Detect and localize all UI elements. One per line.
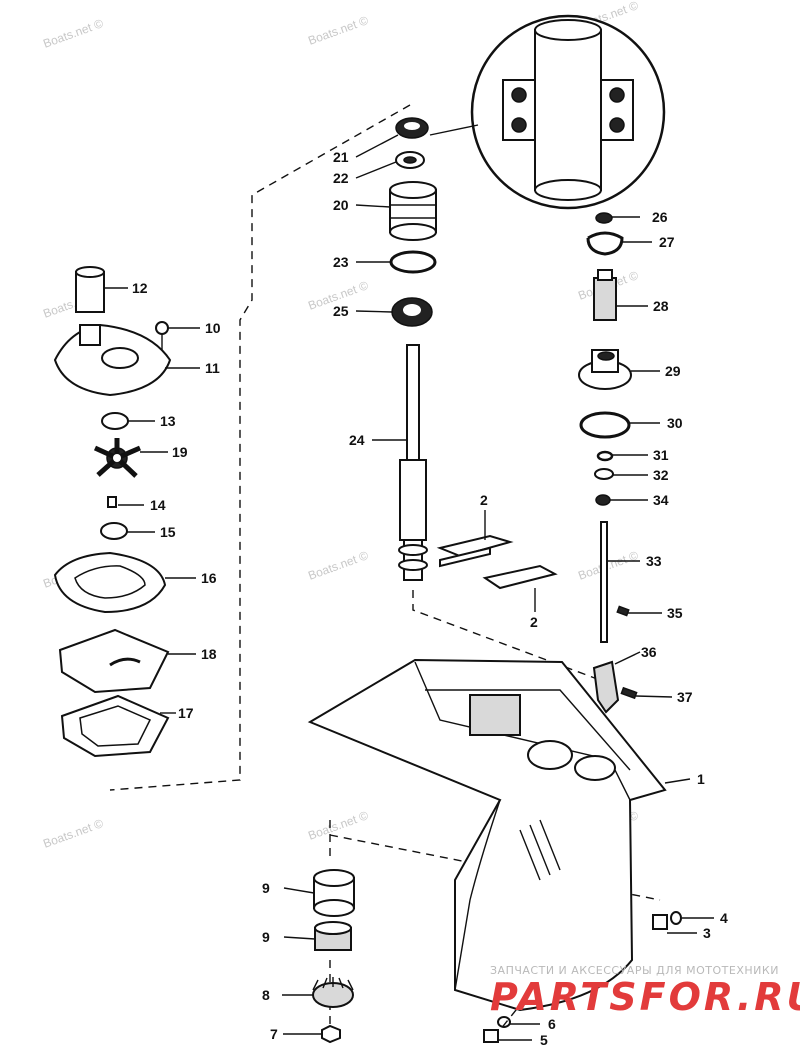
watermark: Boats.net © [576,548,640,583]
callout-4: 4 [720,910,728,926]
part-26-nut [595,212,613,224]
part-6-washer [497,1016,511,1028]
callout-9-bearing: 9 [262,929,270,945]
callout-15: 15 [160,524,176,540]
callout-32: 32 [653,467,669,483]
inset-shaft [534,29,602,191]
callout-27: 27 [659,234,675,250]
callout-21: 21 [333,149,349,165]
part-24-driveshaft [406,344,420,466]
branding: ЗАПЧАСТИ И АКСЕССУАРЫ ДЛЯ МОТОТЕХНИКИ PA… [490,964,800,1019]
callout-30: 30 [667,415,683,431]
part-13-ring [101,412,129,430]
part-33-shift-shaft [600,521,608,643]
watermark: Boats.net © [41,816,105,851]
part-36-shift-cam [592,660,620,714]
callout-25: 25 [333,303,349,319]
watermark: Boats.net © [306,808,370,843]
shift-column [578,212,638,714]
part-15-cup [100,522,128,540]
callout-24: 24 [349,432,365,448]
watermark: Boats.net © [306,548,370,583]
brand-tagline: ЗАПЧАСТИ И АКСЕССУАРЫ ДЛЯ МОТОТЕХНИКИ [490,964,779,977]
driveshaft-column [389,117,437,581]
brand-logo: PARTSFOR.RU [490,975,800,1019]
callout-3: 3 [703,925,711,941]
callout-2-upper: 2 [480,492,488,508]
gear-column [312,869,355,1044]
part-31-o-ring [596,450,614,462]
part-1-gearcase-housing [307,658,667,1012]
part-4-washer [670,911,682,925]
callout-13: 13 [160,413,176,429]
dashed-line-left [109,104,411,791]
shims [436,534,558,590]
callout-8: 8 [262,987,270,1003]
callout-23: 23 [333,254,349,270]
watermark: Boats.net © [306,13,370,48]
callout-1: 1 [697,771,705,787]
callout-18: 18 [201,646,217,662]
callout-11: 11 [205,360,220,376]
part-3-screw [652,914,668,930]
part-27-clip [586,231,624,256]
callout-28: 28 [653,298,669,314]
callout-10: 10 [205,320,221,336]
part-17-gasket [60,694,170,758]
part-16-gasket [53,551,167,614]
callout-6: 6 [548,1016,556,1032]
callout-37: 37 [677,689,693,705]
callout-7: 7 [270,1026,278,1042]
part-28-coupler [593,277,617,321]
callout-20: 20 [333,197,349,213]
callout-35: 35 [667,605,683,621]
part-23-o-ring [389,250,437,274]
part-32-washer [594,468,614,480]
callout-36: 36 [641,644,657,660]
callout-2-lower: 2 [530,614,538,630]
part-2-shim-b [482,564,558,590]
callout-17: 17 [178,705,194,721]
part-30-o-ring [579,411,631,439]
part-35-pin [616,605,630,617]
callout-19: 19 [172,444,188,460]
detail-inset [429,14,666,210]
callout-34: 34 [653,492,669,508]
leader-lines [104,134,714,1041]
drain-hardware [483,911,682,1043]
callout-14: 14 [150,497,166,513]
callout-26: 26 [652,209,668,225]
callout-29: 29 [665,363,681,379]
callout-22: 22 [333,170,349,186]
dashed-line-driveshaft [412,590,601,681]
part-5-screw [483,1029,499,1043]
part-10-screw [155,321,169,335]
part-37-screw [620,686,638,700]
watermark: Boats.net © [41,16,105,51]
part-2-shim-a [436,534,514,558]
part-7-nut [321,1024,341,1044]
part-34-seal [595,494,611,506]
callout-9-cup: 9 [262,880,270,896]
part-19-impeller [93,438,141,478]
part-14-key [107,496,117,508]
water-pump-column [53,266,172,758]
callout-31: 31 [653,447,669,463]
callout-12: 12 [132,280,148,296]
callout-5: 5 [540,1032,548,1048]
callout-labels: 21 22 20 23 25 24 12 10 11 13 19 14 15 1… [132,149,728,1048]
callout-16: 16 [201,570,217,586]
callout-33: 33 [646,553,662,569]
